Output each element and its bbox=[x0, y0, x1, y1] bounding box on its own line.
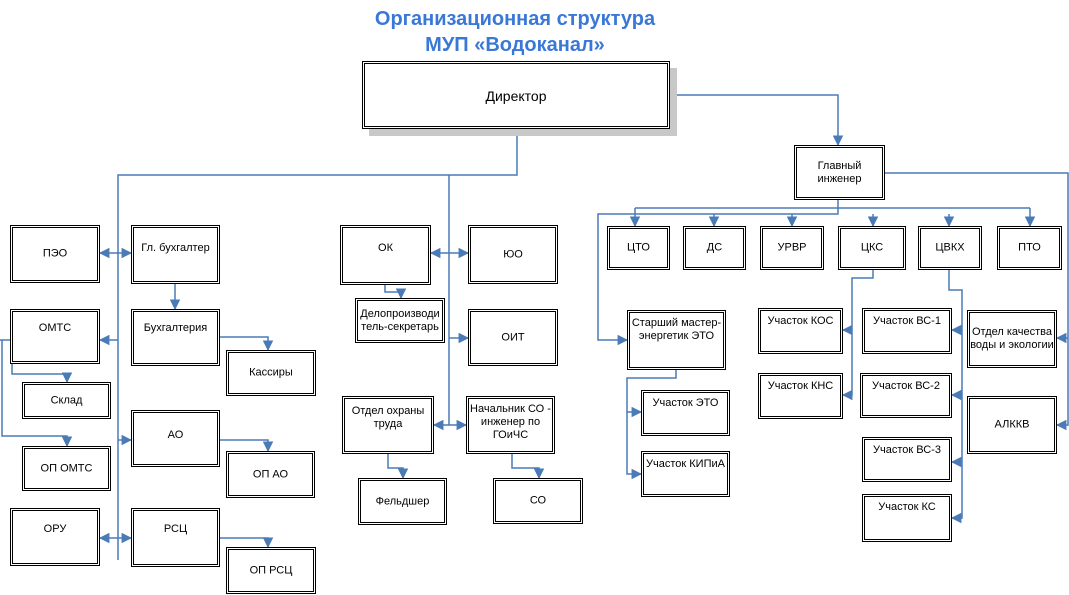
node-peo-label: ПЭО bbox=[42, 247, 68, 260]
node-ao[interactable]: АО bbox=[131, 410, 220, 467]
node-labor-safety-label: Отдел охраны труда bbox=[351, 405, 425, 430]
connector-so bbox=[511, 454, 545, 480]
node-oru-label: ОРУ bbox=[43, 523, 67, 535]
node-site-vs2[interactable]: Участок ВС-2 bbox=[860, 373, 952, 418]
node-rsc[interactable]: РСЦ bbox=[131, 508, 220, 567]
node-go-chs-label: Начальник СО - инженер по ГОиЧС bbox=[470, 403, 551, 441]
node-labor-safety[interactable]: Отдел охраны труда bbox=[342, 396, 434, 454]
connector-director-trunk bbox=[117, 128, 518, 560]
node-senior-master-label: Старший мастер-энергетик ЭТО bbox=[631, 317, 722, 342]
node-director-label: Директор bbox=[485, 88, 547, 104]
node-site-kns[interactable]: Участок КНС bbox=[758, 373, 843, 419]
connector-warehouse bbox=[11, 364, 73, 384]
node-site-vs3-label: Участок ВС-3 bbox=[873, 444, 941, 456]
node-site-vs1-label: Участок ВС-1 bbox=[873, 315, 941, 327]
node-cashiers-label: Кассиры bbox=[249, 366, 293, 379]
node-senior-master[interactable]: Старший мастер-энергетик ЭТО bbox=[627, 310, 726, 370]
connector-chief-right bbox=[885, 172, 1069, 431]
node-chief-engineer-label: Главный инженер bbox=[817, 159, 862, 185]
node-chief-accountant[interactable]: Гл. бухгалтер bbox=[131, 225, 220, 284]
node-site-vs1[interactable]: Участок ВС-1 bbox=[862, 308, 952, 354]
node-so-label: СО bbox=[529, 494, 547, 507]
node-rsc-label: РСЦ bbox=[163, 523, 188, 535]
node-op-ao[interactable]: ОП АО bbox=[226, 451, 315, 498]
node-site-kos[interactable]: Участок КОС bbox=[758, 308, 843, 354]
connector-master-branch bbox=[626, 370, 677, 480]
node-site-kipia[interactable]: Участок КИПиА bbox=[641, 451, 730, 497]
node-oit[interactable]: ОИТ bbox=[468, 309, 558, 366]
node-op-rsc[interactable]: ОП РСЦ bbox=[226, 547, 316, 594]
node-site-vs3[interactable]: Участок ВС-3 bbox=[862, 437, 952, 482]
node-clerk[interactable]: Делопроизводи тель-секретарь bbox=[355, 298, 445, 343]
node-peo[interactable]: ПЭО bbox=[10, 225, 100, 283]
node-cks-label: ЦКС bbox=[860, 241, 884, 254]
node-cvkh[interactable]: ЦВКХ bbox=[918, 226, 982, 270]
chart-title: Организационная структура МУП «Водоканал… bbox=[300, 6, 730, 58]
node-clerk-label: Делопроизводи тель-секретарь bbox=[360, 307, 440, 333]
node-omts-label: ОМТС bbox=[38, 322, 72, 334]
node-quality-dept[interactable]: Отдел качества воды и экологии bbox=[967, 310, 1057, 368]
node-oit-label: ОИТ bbox=[501, 331, 525, 343]
node-ao-label: АО bbox=[167, 429, 184, 441]
connector-cks-branch bbox=[841, 270, 874, 401]
connector-chief-bus2 bbox=[597, 208, 839, 346]
node-site-kos-label: Участок КОС bbox=[767, 315, 834, 327]
node-director[interactable]: Директор bbox=[362, 61, 670, 129]
connector-clerk bbox=[384, 285, 407, 300]
node-paramedic-label: Фельдшер bbox=[375, 495, 430, 507]
node-cashiers[interactable]: Кассиры bbox=[226, 350, 316, 396]
node-pto-label: ПТО bbox=[1018, 241, 1041, 254]
node-cto-label: ЦТО bbox=[627, 241, 650, 254]
node-paramedic[interactable]: Фельдшер bbox=[358, 478, 447, 525]
node-oru[interactable]: ОРУ bbox=[10, 508, 100, 566]
node-site-kns-label: Участок КНС bbox=[767, 380, 834, 392]
node-ok-label: ОК bbox=[378, 242, 393, 254]
node-cvkh-label: ЦВКХ bbox=[935, 241, 965, 254]
node-op-omts[interactable]: ОП ОМТС bbox=[22, 446, 111, 491]
node-alkkv[interactable]: АЛККВ bbox=[967, 396, 1057, 454]
node-site-vs2-label: Участок ВС-2 bbox=[872, 380, 940, 392]
node-urvr-label: УРВР bbox=[777, 241, 807, 254]
node-urvr[interactable]: УРВР bbox=[760, 226, 824, 270]
connector-chief-bus bbox=[635, 200, 1030, 209]
node-alkkv-label: АЛККВ bbox=[994, 418, 1030, 431]
node-ds-label: ДС bbox=[706, 241, 723, 254]
chart-title-line2: МУП «Водоканал» bbox=[425, 34, 605, 56]
node-op-ao-label: ОП АО bbox=[252, 468, 289, 480]
node-site-eto-label: Участок ЭТО bbox=[652, 397, 719, 409]
node-yuo-label: ЮО bbox=[503, 248, 523, 260]
node-chief-accountant-label: Гл. бухгалтер bbox=[141, 242, 210, 254]
node-cks[interactable]: ЦКС bbox=[838, 226, 906, 270]
node-ds[interactable]: ДС bbox=[683, 226, 746, 270]
node-so[interactable]: СО bbox=[493, 478, 583, 524]
node-site-eto[interactable]: Участок ЭТО bbox=[641, 390, 730, 436]
node-warehouse[interactable]: Склад bbox=[22, 382, 111, 419]
connector-op-ao bbox=[220, 439, 274, 453]
node-accounting-label: Бухгалтерия bbox=[143, 322, 208, 334]
connector-director-chief bbox=[669, 94, 844, 147]
node-omts[interactable]: ОМТС bbox=[10, 309, 100, 364]
node-pto[interactable]: ПТО bbox=[997, 226, 1062, 270]
chart-title-line1: Организационная структура bbox=[374, 8, 656, 30]
node-warehouse-label: Склад bbox=[50, 394, 83, 406]
connector-op-rsc bbox=[220, 537, 274, 549]
connector-cvkh-branch bbox=[948, 270, 963, 524]
node-go-chs[interactable]: Начальник СО - инженер по ГОиЧС bbox=[466, 396, 555, 454]
node-chief-engineer[interactable]: Главный инженер bbox=[794, 145, 885, 200]
node-op-omts-label: ОП ОМТС bbox=[40, 462, 93, 474]
node-ok[interactable]: ОК bbox=[340, 225, 431, 285]
node-yuo[interactable]: ЮО bbox=[468, 225, 558, 284]
node-site-ks[interactable]: Участок КС bbox=[862, 494, 952, 542]
connector-cashiers bbox=[220, 336, 274, 352]
node-quality-dept-label: Отдел качества воды и экологии bbox=[970, 326, 1054, 351]
connector-paramedic bbox=[387, 454, 409, 480]
node-op-rsc-label: ОП РСЦ bbox=[249, 564, 293, 576]
node-cto[interactable]: ЦТО bbox=[607, 226, 670, 270]
node-site-ks-label: Участок КС bbox=[878, 501, 936, 513]
node-site-kipia-label: Участок КИПиА bbox=[646, 458, 725, 470]
node-accounting[interactable]: Бухгалтерия bbox=[131, 309, 220, 366]
